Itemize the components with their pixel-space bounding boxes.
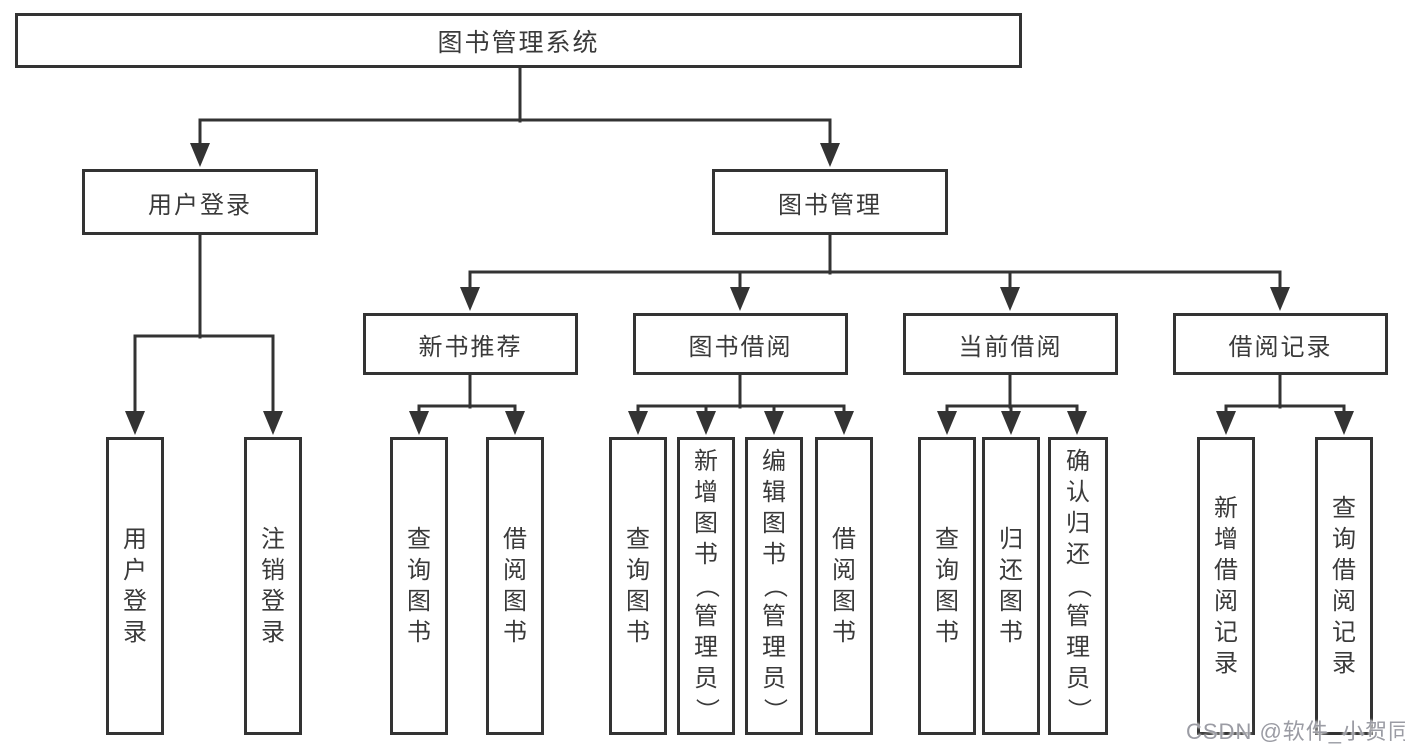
node-label: 新书推荐 [418,333,523,361]
leaf-query-books-recommend: 查询图书 [390,437,448,735]
leaf-return-books: 归还图书 [982,437,1040,735]
arrowhead-icon [764,411,784,435]
node-label: 图书管理系统 [437,28,600,57]
leaf-label: 借阅图书 [832,525,856,646]
leaf-borrow-books-recommend: 借阅图书 [486,437,544,735]
node-label: 借阅记录 [1228,333,1333,361]
leaf-user-login: 用户登录 [106,437,164,735]
leaf-add-books-admin: 新增图书（管理员） [677,437,735,735]
leaf-query-books-borrowing: 查询图书 [609,437,667,735]
csdn-watermark: CSDN @软件_小贺同学 [1186,719,1405,744]
leaf-label: 用户登录 [123,525,147,646]
node-current-borrowing: 当前借阅 [903,313,1118,375]
node-book-borrowing: 图书借阅 [633,313,848,375]
arrowhead-icon [263,411,283,435]
node-borrowing-records: 借阅记录 [1173,313,1388,375]
leaf-label: 借阅图书 [503,525,527,646]
arrowhead-icon [1067,411,1087,435]
arrowhead-icon [937,411,957,435]
arrowhead-icon [1216,411,1236,435]
arrowhead-icon [1001,411,1021,435]
node-user-login: 用户登录 [82,169,318,235]
arrowhead-icon [505,411,525,435]
node-new-book-recommend: 新书推荐 [363,313,578,375]
leaf-query-borrow-record: 查询借阅记录 [1315,437,1373,735]
arrowhead-icon [696,411,716,435]
leaf-label: 新增图书（管理员） [693,448,720,723]
node-label: 用户登录 [148,191,252,219]
leaf-logout: 注销登录 [244,437,302,735]
node-library-management-system: 图书管理系统 [15,13,1022,68]
arrowhead-icon [1000,287,1020,311]
leaf-label: 归还图书 [999,525,1023,646]
leaf-label: 确认归还（管理员） [1065,448,1092,723]
leaf-label: 注销登录 [261,525,285,646]
leaf-label: 查询图书 [407,525,431,646]
leaf-add-borrow-record: 新增借阅记录 [1197,437,1255,735]
arrowhead-icon [628,411,648,435]
arrowhead-icon [1270,287,1290,311]
node-label: 图书借阅 [688,333,793,361]
leaf-label: 查询图书 [935,525,959,646]
arrowhead-icon [125,411,145,435]
arrowhead-icon [820,143,840,167]
node-label: 当前借阅 [958,333,1063,361]
leaf-edit-books-admin: 编辑图书（管理员） [745,437,803,735]
arrowhead-icon [834,411,854,435]
leaf-confirm-return-admin: 确认归还（管理员） [1048,437,1108,735]
arrowhead-icon [460,287,480,311]
arrowhead-icon [1334,411,1354,435]
leaf-label: 新增借阅记录 [1214,494,1238,677]
arrowhead-icon [409,411,429,435]
leaf-query-books-current: 查询图书 [918,437,976,735]
leaf-borrow-books-borrowing: 借阅图书 [815,437,873,735]
node-label: 图书管理 [778,191,882,219]
arrowhead-icon [190,143,210,167]
leaf-label: 编辑图书（管理员） [761,448,788,723]
node-book-management: 图书管理 [712,169,948,235]
arrowhead-icon [730,287,750,311]
leaf-label: 查询图书 [626,525,650,646]
leaf-label: 查询借阅记录 [1332,494,1356,677]
